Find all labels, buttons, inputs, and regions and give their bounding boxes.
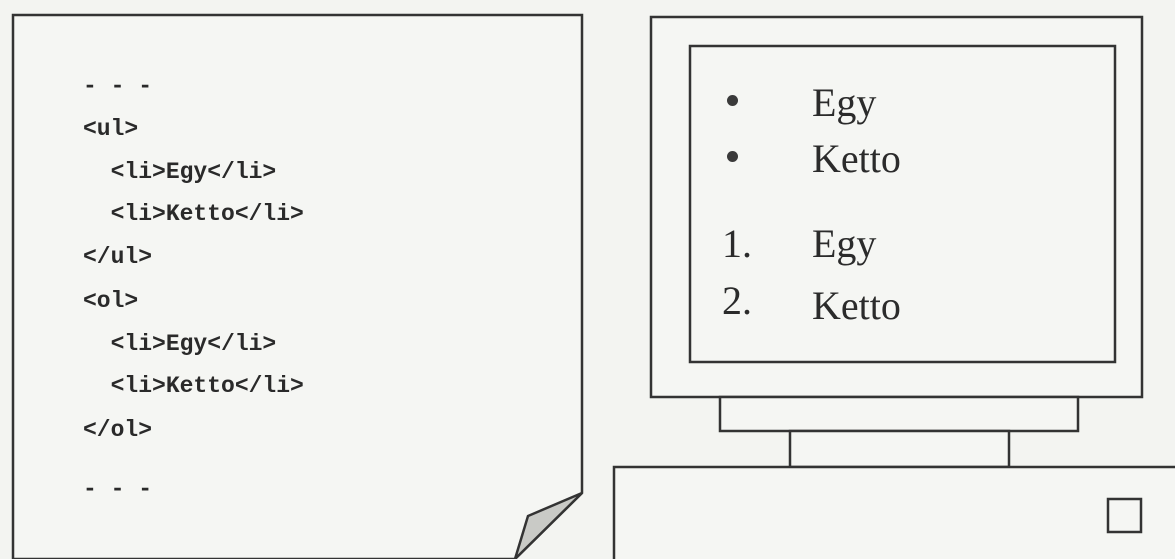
page-curl-icon [513, 491, 583, 559]
monitor-stand-top [718, 395, 1080, 433]
code-line-ol-item-1: <li>Egy</li> [83, 331, 277, 357]
bullet-icon [727, 151, 738, 162]
computer-base [612, 465, 1175, 559]
code-line-ellipsis-top: - - - [83, 73, 153, 99]
ul-item-2: Ketto [812, 136, 901, 181]
power-button-icon [1106, 497, 1143, 534]
code-line-ul-item-2: <li>Ketto</li> [83, 201, 304, 227]
code-line-ol-close: </ol> [83, 417, 153, 443]
source-document-sheet [11, 13, 584, 559]
ol-item-2: Ketto [812, 283, 901, 328]
code-line-ul-close: </ul> [83, 244, 153, 270]
code-line-ellipsis-bottom: - - - [83, 476, 153, 502]
code-line-ol-item-2: <li>Ketto</li> [83, 373, 304, 399]
bullet-icon [727, 95, 738, 106]
ul-item-1: Egy [812, 80, 877, 125]
code-line-ul-open: <ul> [83, 116, 139, 142]
monitor-stand-neck [788, 429, 1011, 469]
monitor-screen [688, 44, 1117, 364]
code-line-ul-item-1: <li>Egy</li> [83, 159, 277, 185]
code-line-ol-open: <ol> [83, 288, 139, 314]
ol-item-1: Egy [812, 221, 877, 266]
ol-marker-2: 2. [722, 278, 752, 323]
ol-marker-1: 1. [722, 221, 752, 266]
